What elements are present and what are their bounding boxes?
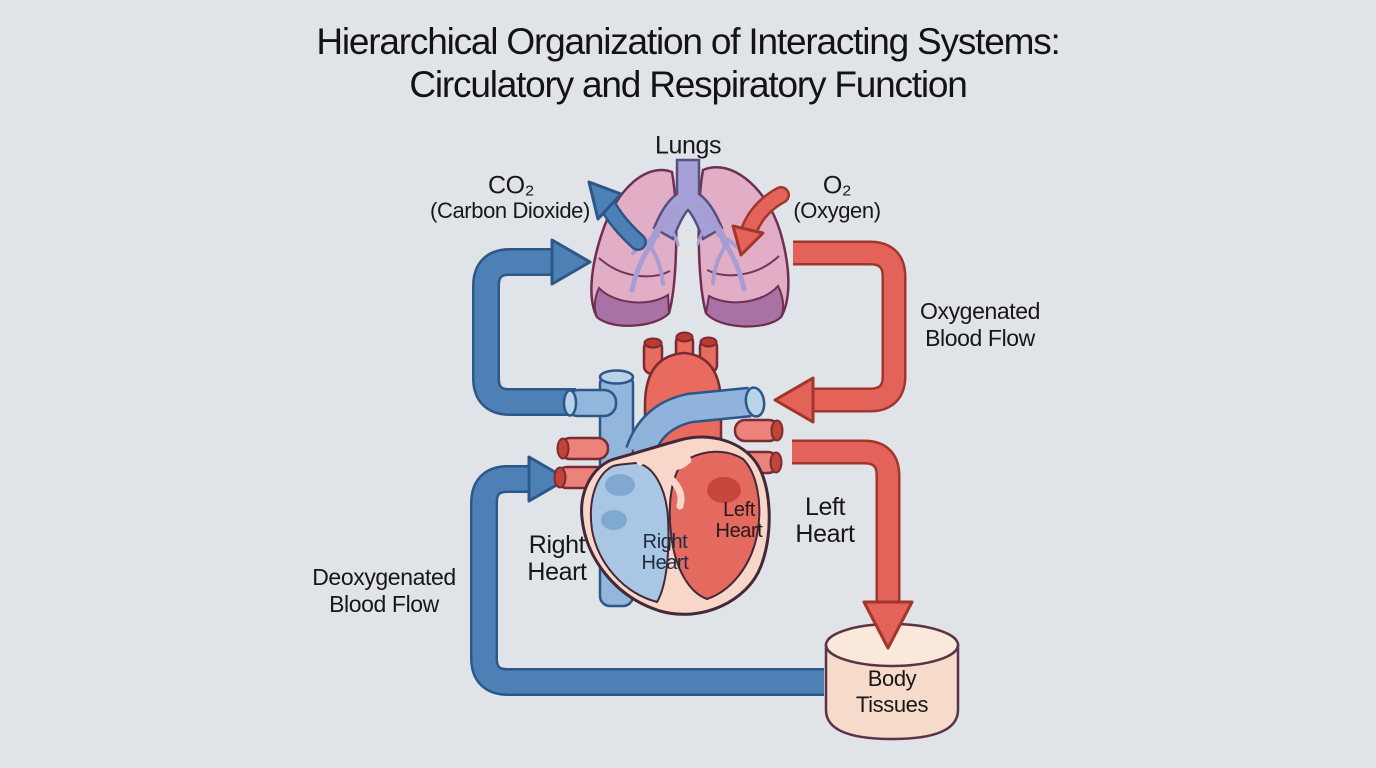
arrowhead [550,238,592,286]
right-lung-lower-lobe [704,284,785,328]
arrowhead [731,224,765,257]
right-heart-outer-label: Right Heart [527,531,587,586]
title-line-2: Circulatory and Respiratory Function [409,64,967,105]
oxygenated-heart-to-tissues-arrow [792,439,914,650]
oxygenated-lungs-to-heart-arrow [773,240,907,424]
deoxygenated-tissues-to-heart-arrow [470,455,824,696]
left-heart-inner-label: Left Heart [715,499,763,542]
arrowhead [587,180,623,221]
right-heart-inner-label: Right Heart [641,531,689,574]
left-heart-outer-label: Left Heart [795,493,855,548]
left-lung-lower-lobe [593,286,671,327]
title-line-1: Hierarchical Organization of Interacting… [316,21,1060,62]
lungs-illustration [590,158,790,328]
oxygenated-flow-label: Oxygenated Blood Flow [919,298,1041,351]
body-tissues-label: Body Tissues [855,666,929,717]
heart-illustration [553,331,784,616]
diagram-title: Hierarchical Organization of Interacting… [0,20,1376,106]
lungs-label: Lungs [654,131,722,160]
deoxygenated-flow-label: Deoxygenated Blood Flow [312,564,456,617]
deoxygenated-heart-to-lungs-arrow [472,238,592,416]
arrowhead [773,376,815,424]
arrowhead [862,600,914,650]
bronchial-tree [629,202,747,293]
o2-in-arrow [731,186,790,257]
arrowhead [527,455,569,503]
pulmonary-artery [625,386,766,458]
trachea-shape [652,158,724,241]
body-tissues-cylinder [824,622,960,741]
co2-out-arrow [587,180,647,251]
co2-name-label: (Carbon Dioxide) [430,198,590,223]
co2-symbol-label: CO₂ [487,171,535,200]
o2-name-label: (Oxygen) [793,198,881,223]
right-heart-chamber [589,461,670,604]
o2-symbol-label: O₂ [822,171,852,200]
